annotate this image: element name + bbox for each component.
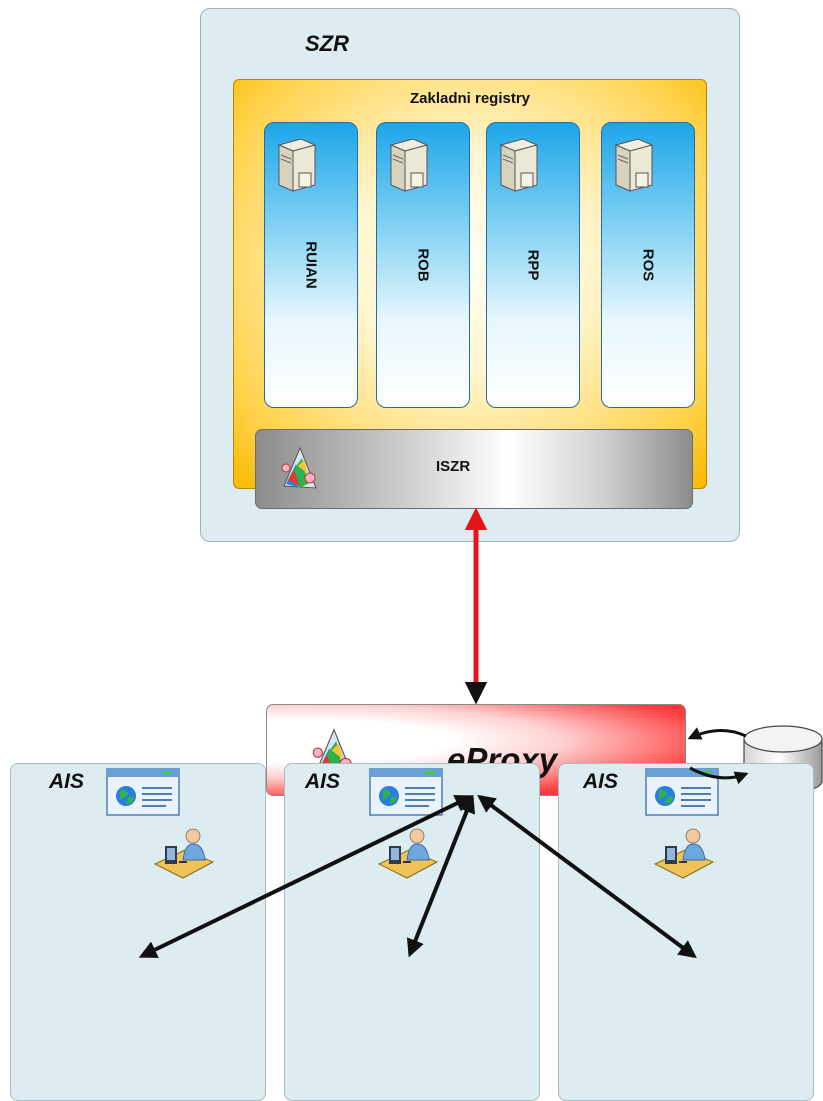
- ais-label: AIS: [305, 770, 341, 793]
- ais-box-2[interactable]: AIS: [284, 763, 540, 1101]
- registry-ros[interactable]: ROS: [601, 122, 695, 408]
- ais-label: AIS: [583, 770, 619, 793]
- eproxy-db-link-top: [687, 727, 747, 740]
- server-icon: [277, 138, 317, 192]
- iszr-label: ISZR: [436, 458, 471, 475]
- registry-label: ROS: [639, 248, 657, 282]
- registry-ruian[interactable]: RUIAN: [264, 122, 358, 408]
- ais-box-3[interactable]: AIS: [558, 763, 814, 1101]
- iszr-bar[interactable]: ISZR: [255, 429, 693, 509]
- registry-rob[interactable]: ROB: [376, 122, 470, 408]
- registry-label: ROB: [414, 248, 432, 282]
- szr-title: SZR: [305, 31, 349, 56]
- ais-box-1[interactable]: AIS: [10, 763, 266, 1101]
- user-at-workstation-icon: [153, 828, 215, 879]
- zakladni-registry-container: Zakladni registry RUIAN R: [233, 79, 707, 489]
- registry-rpp[interactable]: RPP: [486, 122, 580, 408]
- web-browser-icon: [645, 768, 719, 816]
- ais-label: AIS: [49, 770, 85, 793]
- szr-container: SZR Zakladni registry RUIAN: [200, 8, 740, 542]
- server-icon: [614, 138, 654, 192]
- server-icon: [389, 138, 429, 192]
- registry-label: RPP: [524, 249, 542, 281]
- user-at-workstation-icon: [377, 828, 439, 879]
- server-icon: [499, 138, 539, 192]
- integration-prism-icon: [281, 446, 317, 489]
- zakladni-registry-title: Zakladni registry: [409, 90, 531, 107]
- web-browser-icon: [106, 768, 180, 816]
- registry-label: RUIAN: [302, 241, 320, 289]
- user-at-workstation-icon: [653, 828, 715, 879]
- web-browser-icon: [369, 768, 443, 816]
